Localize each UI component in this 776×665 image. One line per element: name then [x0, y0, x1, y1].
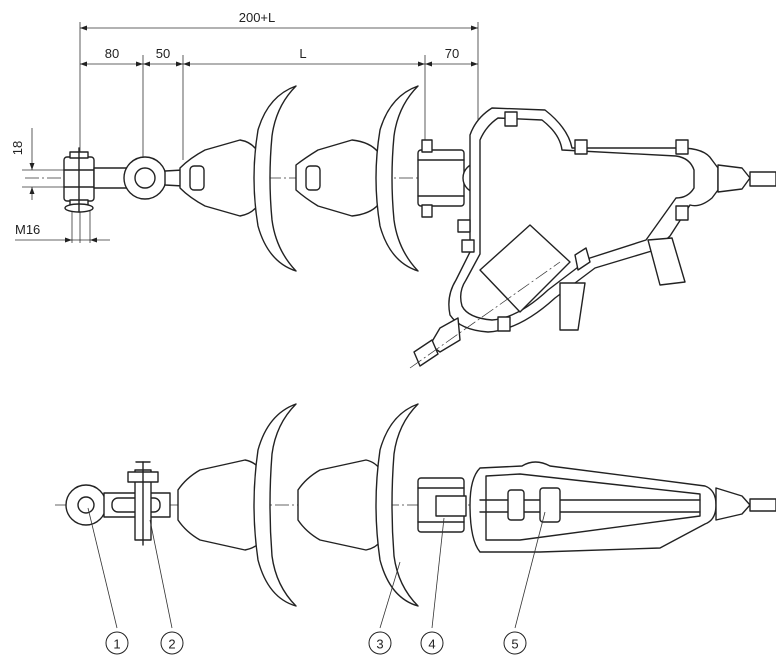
callout-1: 1: [105, 631, 129, 655]
callout-5: 5: [503, 631, 527, 655]
dim-seg-50: 50: [156, 46, 170, 61]
dim-seg-80: 80: [105, 46, 119, 61]
dim-seg-l: L: [299, 46, 306, 61]
dim-overall: 200+L: [239, 10, 276, 25]
dimension-lines: [15, 22, 479, 243]
svg-text:4: 4: [428, 637, 435, 652]
callout-3: 3: [368, 631, 392, 655]
dim-seg-70: 70: [445, 46, 459, 61]
svg-text:3: 3: [376, 637, 383, 652]
dim-height-18: 18: [10, 141, 25, 155]
side-view: [55, 403, 776, 607]
svg-text:1: 1: [113, 637, 120, 652]
svg-text:5: 5: [511, 637, 518, 652]
dim-thread-m16: M16: [15, 222, 40, 237]
top-view: [25, 85, 776, 369]
svg-text:2: 2: [168, 637, 175, 652]
callout-2: 2: [160, 631, 184, 655]
part-callouts: 1 2 3 4 5: [87, 507, 546, 655]
callout-4: 4: [420, 631, 444, 655]
